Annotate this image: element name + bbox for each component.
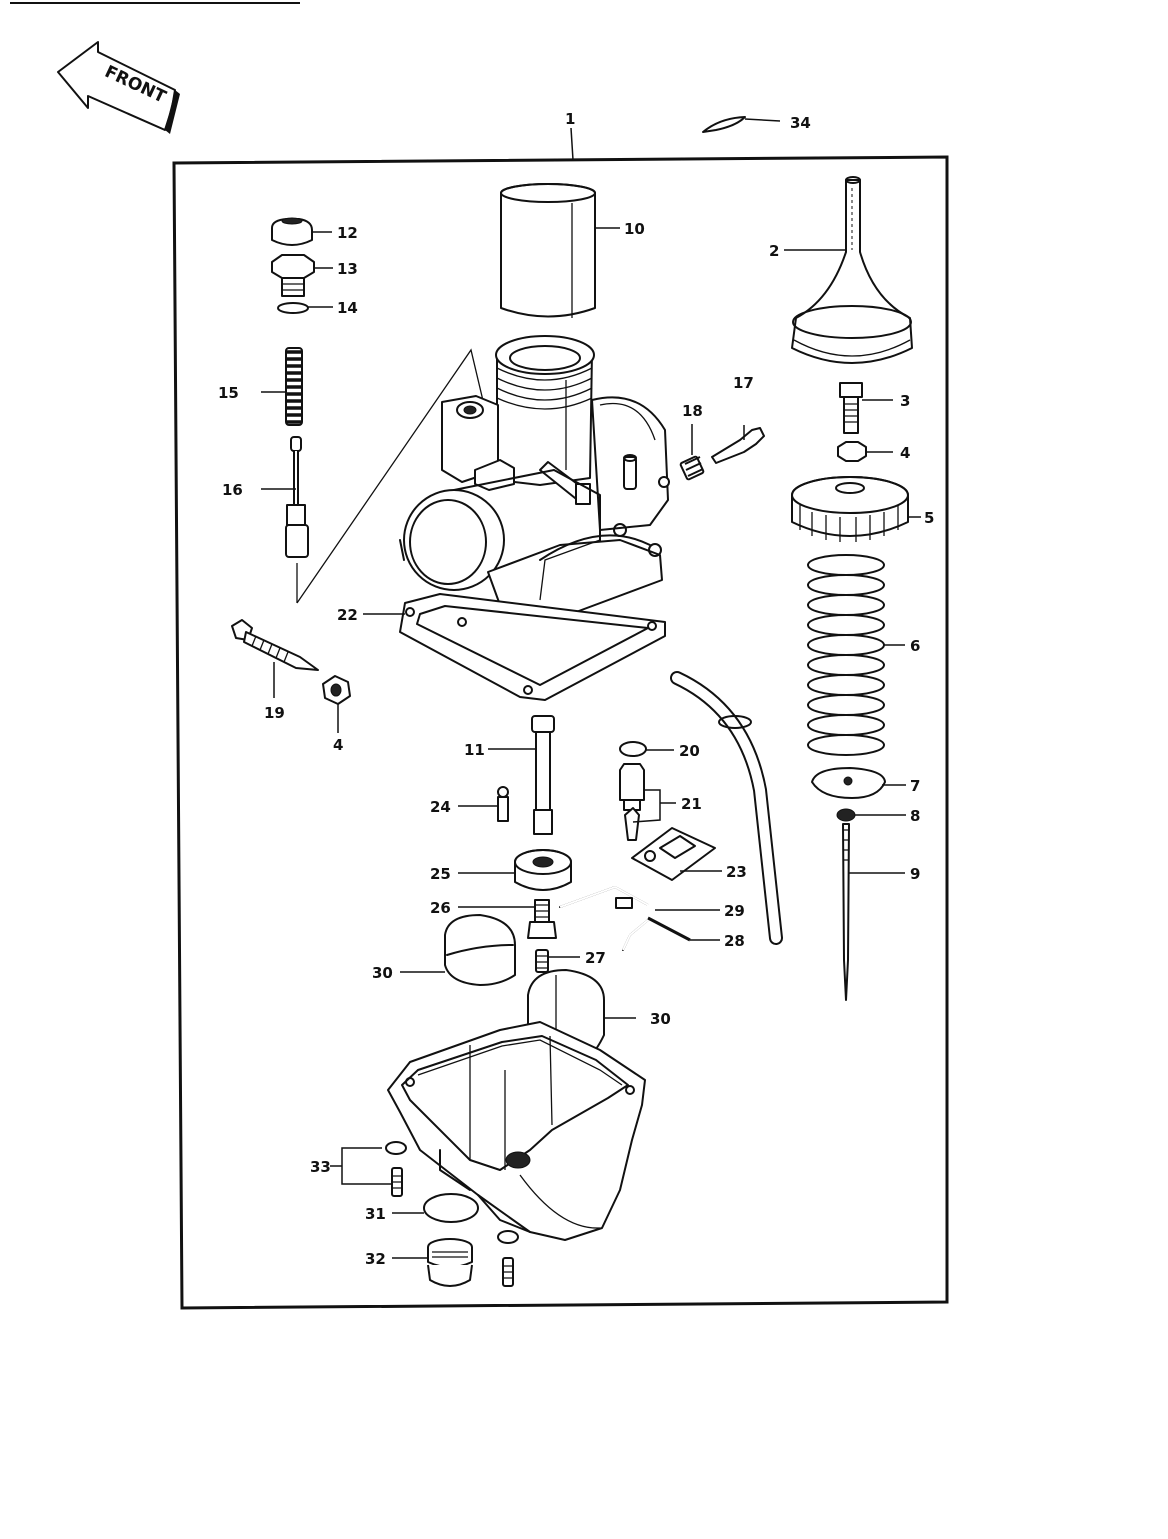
callout-label: 4 — [900, 444, 910, 462]
main-jet-holder — [458, 899, 557, 939]
callout-label: 25 — [430, 865, 451, 883]
overflow-hose — [670, 671, 783, 945]
needle-retainer-plate — [811, 767, 906, 799]
needle-jet — [488, 715, 555, 835]
callout-label: 23 — [726, 863, 747, 881]
main-jet — [535, 949, 580, 973]
o-ring — [277, 302, 333, 314]
callout-label: 30 — [372, 964, 393, 982]
callout-label: 26 — [430, 899, 451, 917]
callout-label: 34 — [790, 114, 811, 132]
callout-label: 27 — [585, 949, 606, 967]
leader-line — [570, 127, 574, 161]
callout-label: 31 — [365, 1205, 386, 1223]
adjuster-lock-nut — [837, 441, 893, 462]
callout-label: 4 — [333, 736, 343, 754]
float-arm — [559, 885, 720, 951]
callout-label: 24 — [430, 798, 451, 816]
carburetor-body — [399, 335, 670, 619]
cotter-pin — [702, 116, 781, 133]
bowl-screw-washer — [330, 1141, 407, 1197]
mixing-chamber-cap — [791, 476, 921, 542]
mixing-chamber-top — [784, 176, 913, 364]
needle-clip — [836, 808, 906, 822]
callout-label: 15 — [218, 384, 239, 402]
callout-label: 6 — [910, 637, 920, 655]
callout-label: 11 — [464, 741, 485, 759]
callout-label: 30 — [650, 1010, 671, 1028]
callout-label: 20 — [679, 742, 700, 760]
float-valve — [619, 763, 676, 841]
callout-label: 32 — [365, 1250, 386, 1268]
callout-label: 2 — [769, 242, 779, 260]
throttle-sleeve — [500, 183, 620, 318]
callout-label: 22 — [337, 606, 358, 624]
callout-label: 5 — [924, 509, 934, 527]
lock-nut — [322, 675, 351, 733]
throttle-stop-screw — [231, 619, 319, 698]
float-valve-washer — [619, 741, 674, 757]
drain-plug — [392, 1238, 473, 1287]
pilot-jet — [458, 786, 509, 822]
callout-label: 1 — [565, 110, 575, 128]
float-left — [400, 914, 516, 986]
callout-label: 16 — [222, 481, 243, 499]
float-bowl — [387, 1021, 646, 1241]
jet-baffle — [458, 849, 572, 891]
callout-label: 8 — [910, 807, 920, 825]
assembly-frame — [172, 155, 949, 1310]
float-arm-pin — [647, 916, 720, 942]
throttle-valve-spring — [807, 554, 905, 756]
starter-plunger — [261, 436, 309, 558]
callout-label: 7 — [910, 777, 920, 795]
starter-spring — [261, 347, 303, 426]
callout-label: 19 — [264, 704, 285, 722]
callout-label: 28 — [724, 932, 745, 950]
valve-seat-plate — [631, 827, 722, 881]
jet-needle — [842, 823, 905, 1001]
cable-adjuster-top — [839, 382, 893, 434]
drain-plug-gasket — [392, 1193, 479, 1223]
bowl-screw-washer-right — [497, 1230, 519, 1287]
callout-label: 18 — [682, 402, 703, 420]
air-screw-spring — [679, 424, 705, 481]
float-bowl-gasket — [363, 593, 666, 701]
top-cap — [271, 217, 332, 246]
air-screw — [711, 425, 765, 464]
cable-adjuster — [271, 254, 333, 297]
callout-label: 29 — [724, 902, 745, 920]
callout-label: 13 — [337, 260, 358, 278]
callout-label: 14 — [337, 299, 358, 317]
callout-label: 21 — [681, 795, 702, 813]
callout-label: 3 — [900, 392, 910, 410]
callout-label: 9 — [910, 865, 920, 883]
callout-label: 12 — [337, 224, 358, 242]
callout-label: 10 — [624, 220, 645, 238]
callout-label: 17 — [733, 374, 754, 392]
front-direction-arrow-icon: FRONT — [57, 41, 180, 134]
callout-label: 33 — [310, 1158, 331, 1176]
